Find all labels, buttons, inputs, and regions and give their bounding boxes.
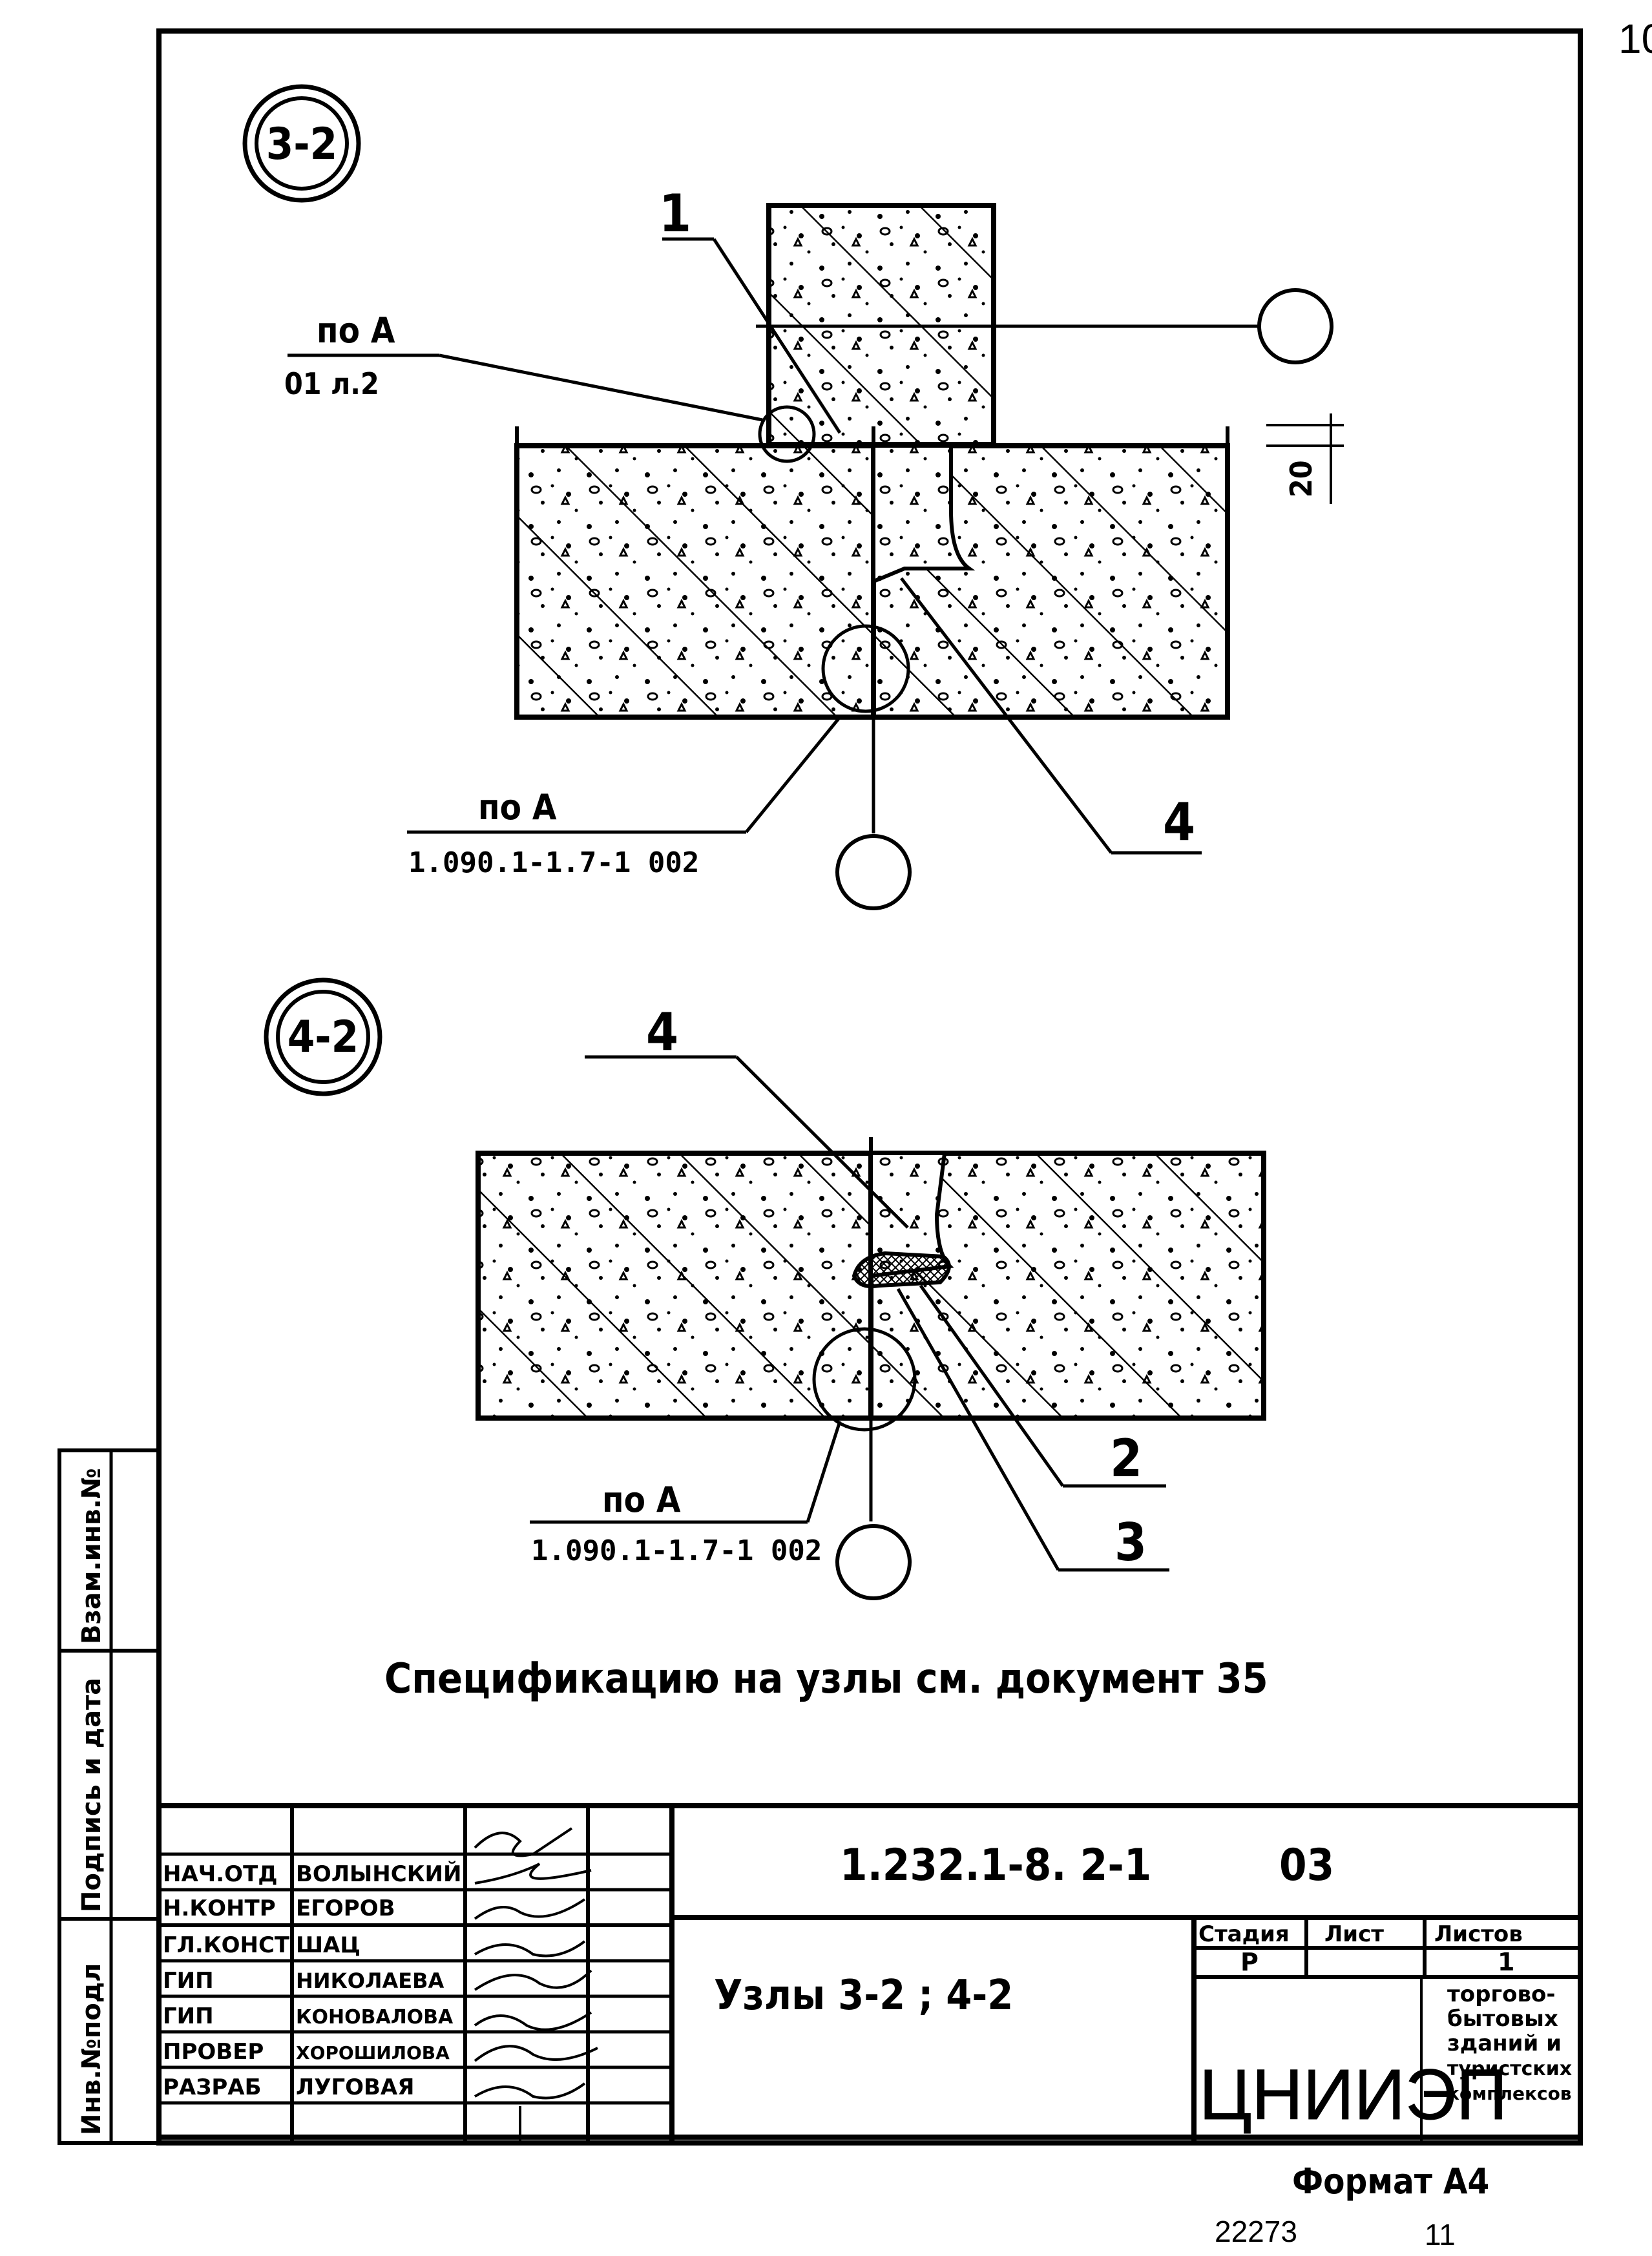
name-4: КОНОВАЛОВА xyxy=(296,2006,454,2029)
axis-circle-bottom-3-2 xyxy=(835,834,912,910)
axis-circle-bottom-4-2 xyxy=(835,1524,912,1600)
ref-top-line2: 01 л.2 xyxy=(284,366,379,401)
name-6: ЛУГОВАЯ xyxy=(296,2074,414,2100)
specification-note: Спецификацию на узлы см. документ 35 xyxy=(384,1655,1268,1703)
ref-4-2-line2: 1.090.1-1.7-1 002 xyxy=(531,1534,822,1567)
role-2: ГЛ.КОНСТ xyxy=(163,1932,290,1958)
role-3: ГИП xyxy=(163,1968,214,1994)
doc-code: 1.232.1-8. 2-1 xyxy=(840,1840,1151,1891)
side-stamp: Взам.инв.№ Подпись и дата Инв.№подл xyxy=(58,1448,161,2145)
footer-number: 22273 xyxy=(1215,2215,1297,2248)
ref-bottom-line2: 1.090.1-1.7-1 002 xyxy=(408,846,699,879)
role-0: НАЧ.ОТД xyxy=(163,1861,278,1887)
ref-bottom-line1: по А xyxy=(478,787,557,828)
name-5: ХОРОШИЛОВА xyxy=(296,2042,450,2063)
detail-marker-4-2: 4-2 xyxy=(288,1012,359,1063)
sheet-header: Лист xyxy=(1324,1921,1384,1947)
callout-4-detail2: 4 xyxy=(646,1002,678,1062)
stage-header: Стадия xyxy=(1198,1921,1290,1947)
drawing-title: Узлы 3-2 ; 4-2 xyxy=(714,1972,1013,2020)
role-4: ГИП xyxy=(163,2003,214,2029)
detail-3-2: 3-2 20 1 по А 01 л.2 xyxy=(242,84,1344,910)
name-1: ЕГОРОВ xyxy=(296,1896,395,1921)
axis-circle-right-3-2 xyxy=(1257,288,1333,364)
org-text-0: торгово- xyxy=(1447,1981,1556,2007)
role-5: ПРОВЕР xyxy=(163,2039,264,2065)
name-3: НИКОЛАЕВА xyxy=(296,1969,444,1993)
callout-2: 2 xyxy=(1110,1428,1142,1488)
org-text-4: комплексов xyxy=(1447,2083,1572,2104)
doc-suffix: 03 xyxy=(1279,1840,1334,1891)
format-label: Формат А4 xyxy=(1292,2161,1489,2202)
detail-4-2: 4-2 4 2 3 по А 1.090.1-1.7-1 002 xyxy=(264,977,1266,1600)
sheet-frame xyxy=(156,28,1583,2140)
callout-3: 3 xyxy=(1114,1512,1147,1572)
org-text-1: бытовых xyxy=(1447,2006,1558,2032)
stage-value: Р xyxy=(1240,1948,1259,1976)
name-2: ШАЦ xyxy=(296,1932,361,1958)
org-text-3: туристских xyxy=(1447,2058,1572,2080)
org-text-2: зданий и xyxy=(1447,2031,1562,2056)
name-0: ВОЛЫНСКИЙ xyxy=(296,1861,461,1887)
role-1: Н.КОНТР xyxy=(163,1896,276,1921)
sheets-value: 1 xyxy=(1498,1948,1514,1976)
callout-4-detail1: 4 xyxy=(1163,792,1195,852)
role-6: РАЗРАБ xyxy=(163,2074,262,2100)
sealant-cord xyxy=(852,1251,951,1288)
dimension-20: 20 xyxy=(1284,460,1319,497)
side-label-inventory: Инв.№подл xyxy=(77,1963,107,2135)
sheets-header: Листов xyxy=(1434,1921,1523,1947)
ref-top-line1: по А xyxy=(317,310,395,351)
detail-marker-3-2: 3-2 xyxy=(266,119,338,170)
footer-page: 11 xyxy=(1425,2218,1456,2251)
title-block: НАЧ.ОТД ВОЛЫНСКИЙ Н.КОНТР ЕГОРОВ ГЛ.КОНС… xyxy=(156,1803,1583,2146)
callout-1: 1 xyxy=(659,183,691,244)
corner-page-number: 10 xyxy=(1618,16,1652,62)
signatures xyxy=(474,1827,598,2145)
side-label-replacement: Взам.инв.№ xyxy=(77,1468,107,1644)
side-label-signature: Подпись и дата xyxy=(77,1678,107,1912)
ref-4-2-line1: по А xyxy=(602,1479,681,1520)
org-logo: ЦНИИЭП xyxy=(1199,2055,1507,2135)
